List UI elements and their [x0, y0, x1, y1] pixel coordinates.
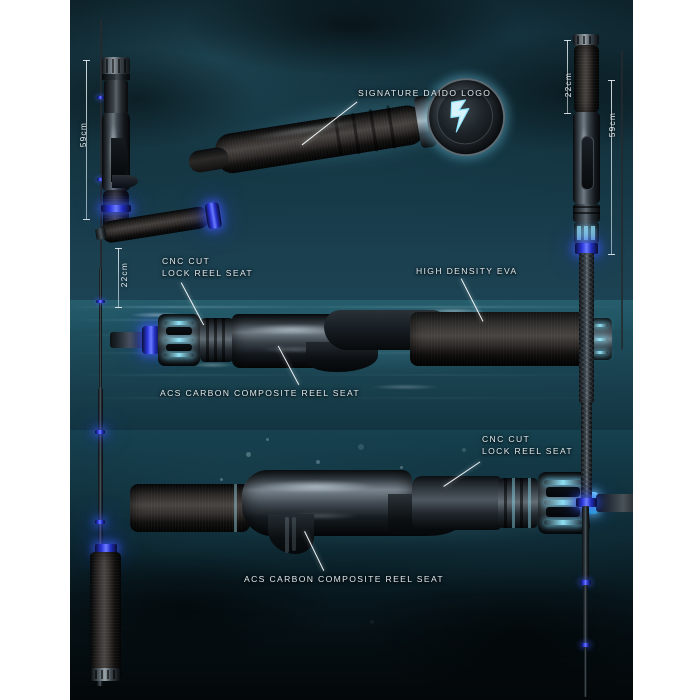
callout-cnc-cut-upper: CNC CUT LOCK REEL SEAT	[162, 256, 254, 278]
lower-handle-assembly	[130, 462, 633, 554]
background-sky	[70, 0, 633, 330]
callout-signature-daido-logo: SIGNATURE DAIDO LOGO	[358, 88, 492, 98]
dimension-line-right-59	[611, 80, 612, 255]
middle-handle-assembly	[110, 300, 620, 382]
hero-rod-top	[179, 48, 537, 239]
high-density-eva-grip	[410, 312, 590, 366]
dimension-label-right-upper: 22cm	[563, 72, 573, 98]
dimension-label-right-lower: 59cm	[607, 112, 617, 138]
dimension-line-left-22	[118, 248, 119, 308]
callout-acs-reel-seat-upper: ACS CARBON COMPOSITE REEL SEAT	[160, 388, 360, 398]
right-rod-tip-line	[621, 50, 623, 350]
product-photo-canvas	[70, 0, 633, 700]
callout-cnc-cut-lower: CNC CUT LOCK REEL SEAT	[482, 434, 574, 456]
daido-logo	[445, 94, 485, 137]
dimension-line-right-22	[567, 40, 568, 114]
dimension-label-left-lower: 22cm	[119, 262, 129, 288]
callout-high-density-eva: HIGH DENSITY EVA	[416, 266, 518, 276]
dimension-label-left-upper: 59cm	[78, 122, 88, 148]
callout-acs-reel-seat-lower: ACS CARBON COMPOSITE REEL SEAT	[244, 574, 444, 584]
blue-accent-ring	[142, 326, 160, 354]
dimension-line-left-59	[86, 60, 87, 220]
